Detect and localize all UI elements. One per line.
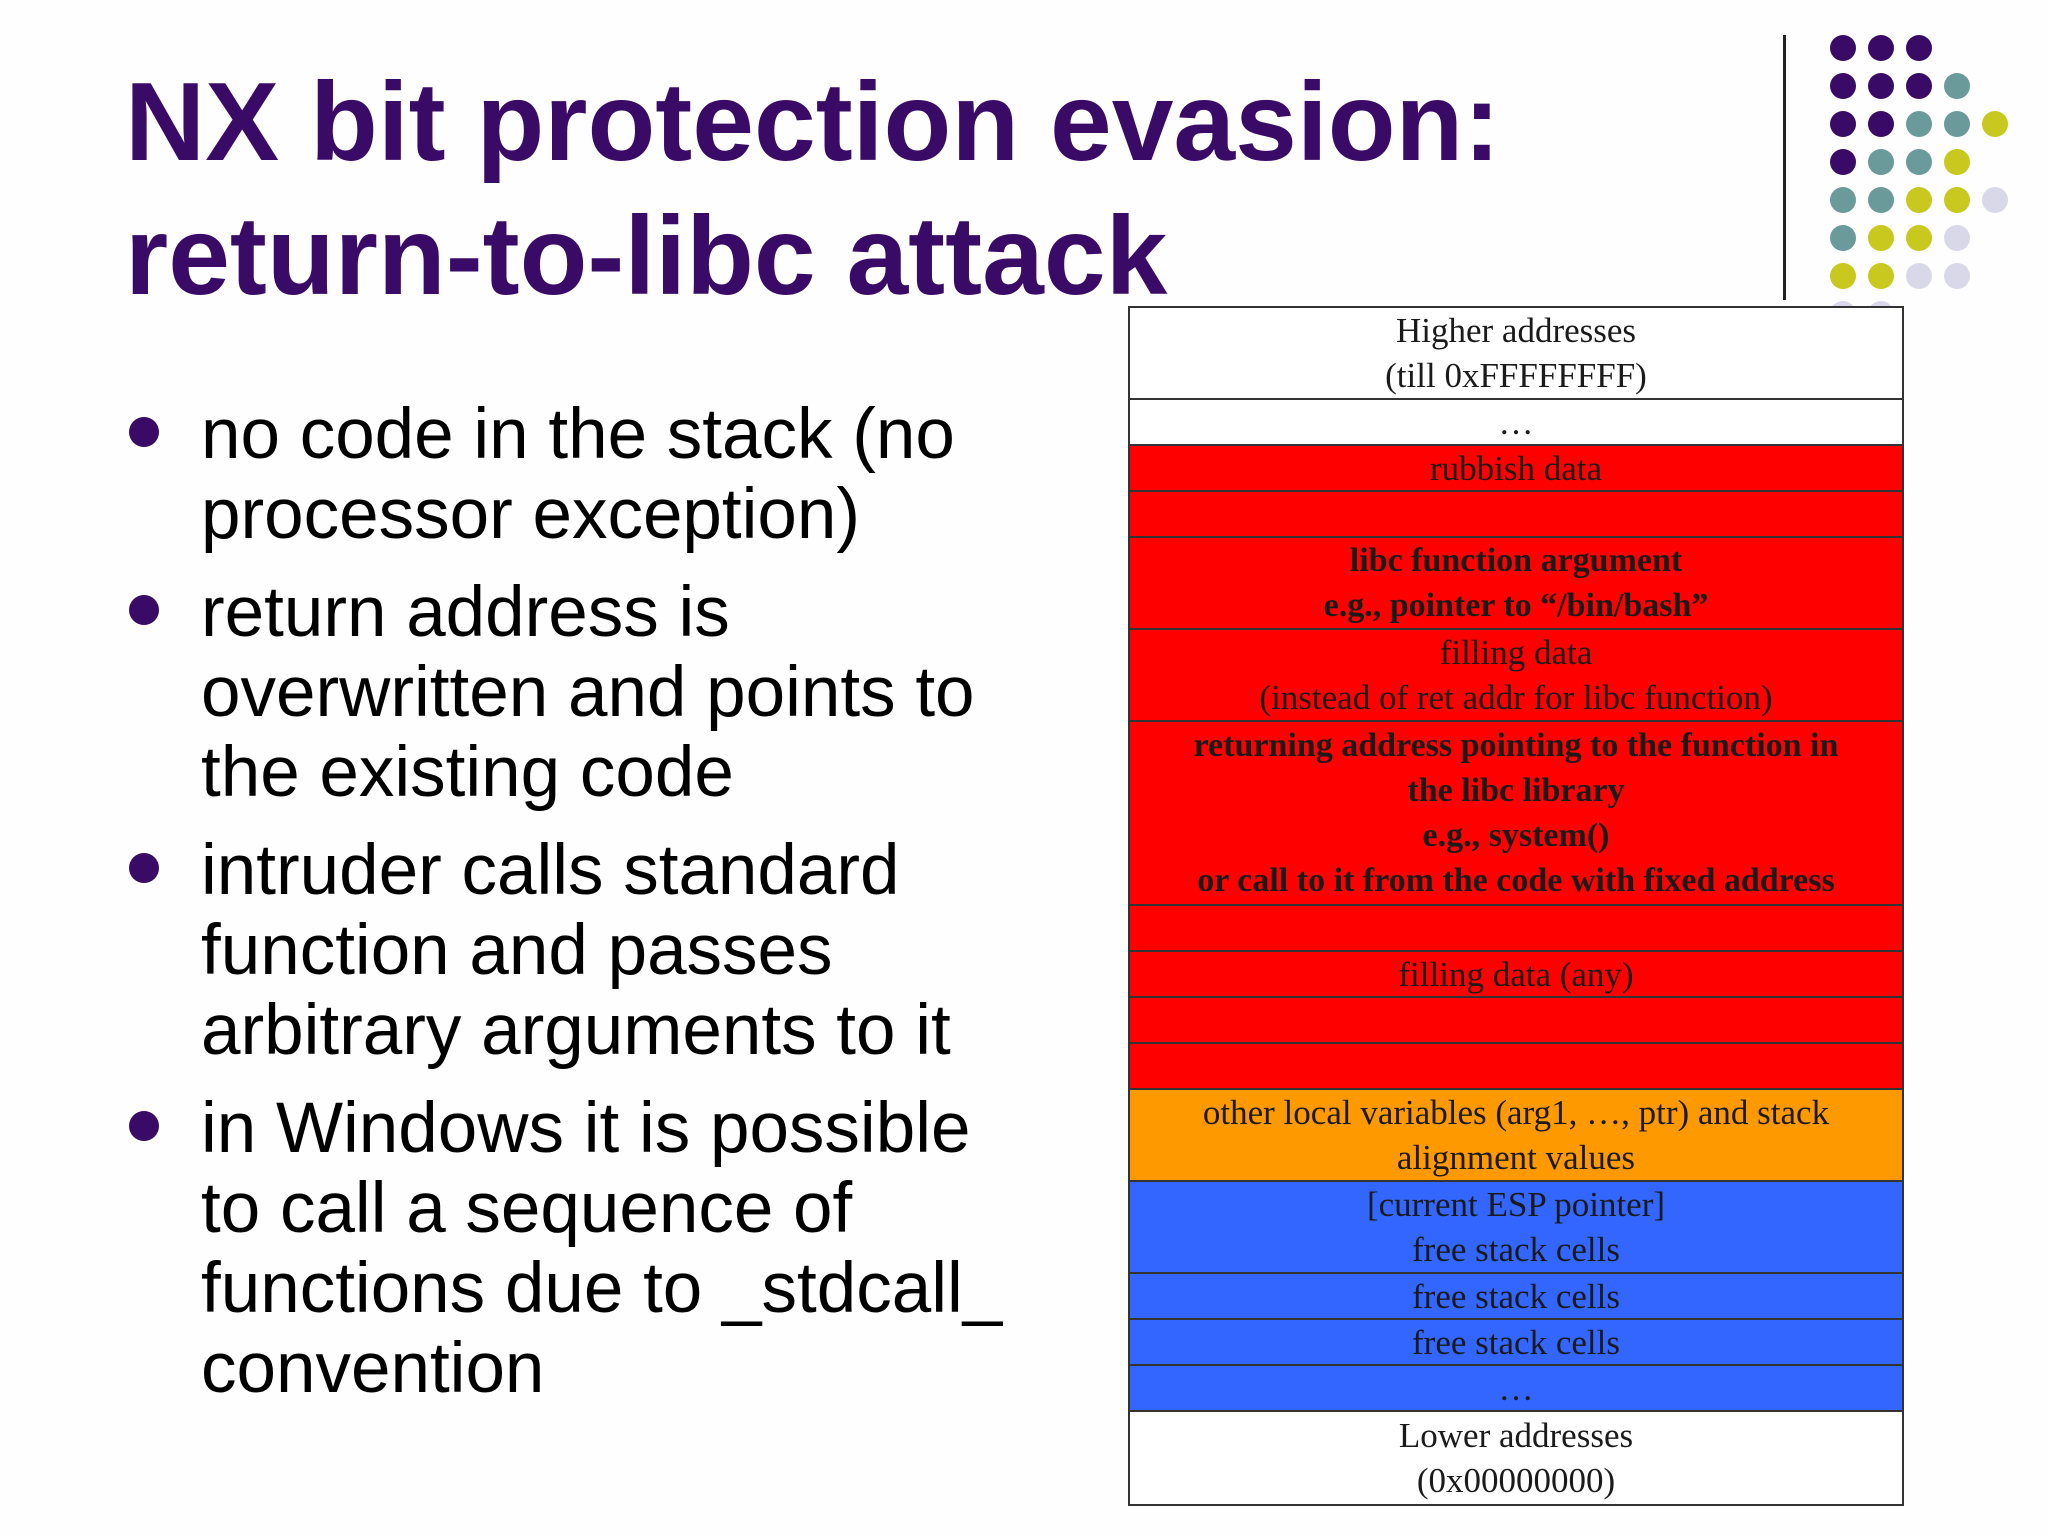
stack-cell: filling data (any) bbox=[1130, 952, 1902, 998]
bullet-dot-icon bbox=[129, 853, 159, 883]
decor-dot bbox=[1906, 111, 1932, 137]
stack-cell-label: returning address pointing to the functi… bbox=[1193, 727, 1839, 764]
stack-cell: libc function argument e.g., pointer to “… bbox=[1130, 538, 1902, 630]
decor-dot bbox=[1868, 35, 1894, 61]
decor-dot bbox=[1868, 73, 1894, 99]
stack-cell-label: filling data (any) bbox=[1398, 954, 1634, 994]
decor-dot bbox=[1830, 187, 1856, 213]
stack-cell: … bbox=[1130, 400, 1902, 446]
stack-cell-label: alignment values bbox=[1396, 1138, 1636, 1177]
stack-cell-label: or call to it from the code with fixed a… bbox=[1197, 862, 1835, 899]
stack-cell-label: (till 0xFFFFFFFF) bbox=[1385, 356, 1647, 395]
stack-cell-label: the libc library bbox=[1407, 772, 1625, 809]
stack-cell: rubbish data bbox=[1130, 446, 1902, 492]
decor-dot bbox=[1830, 73, 1856, 99]
decor-dot bbox=[1982, 111, 2008, 137]
bullet-text-line: return address is bbox=[201, 573, 730, 652]
stack-cell-label: (0x00000000) bbox=[1416, 1461, 1616, 1500]
decor-dot bbox=[1944, 187, 1970, 213]
decor-dot bbox=[1830, 263, 1856, 289]
bullet-text-line: the existing code bbox=[201, 733, 734, 812]
decor-dot bbox=[1830, 111, 1856, 137]
decor-dot bbox=[1982, 187, 2008, 213]
bullet-dot-icon bbox=[129, 417, 159, 447]
stack-cell bbox=[1130, 492, 1902, 538]
stack-cell: returning address pointing to the functi… bbox=[1130, 722, 1902, 906]
stack-cell: Higher addresses (till 0xFFFFFFFF) bbox=[1130, 308, 1902, 400]
stack-diagram: Higher addresses (till 0xFFFFFFFF) … rubbis… bbox=[1128, 306, 1904, 1506]
stack-cell-label: [current ESP pointer] bbox=[1366, 1185, 1666, 1224]
decor-dot bbox=[1906, 263, 1932, 289]
bullet-text-line: processor exception) bbox=[201, 475, 861, 554]
decor-dot bbox=[1944, 73, 1970, 99]
bullet-text-line: intruder calls standard bbox=[201, 831, 900, 910]
stack-cell bbox=[1130, 1044, 1902, 1090]
decor-dot bbox=[1830, 149, 1856, 175]
stack-cell: other local variables (arg1, …, ptr) and… bbox=[1130, 1090, 1902, 1182]
stack-cell-label: free stack cells bbox=[1412, 1276, 1620, 1316]
stack-cell: free stack cells bbox=[1130, 1320, 1902, 1366]
stack-cell-label: libc function argument bbox=[1349, 542, 1683, 579]
decor-dot bbox=[1868, 187, 1894, 213]
stack-cell-label: rubbish data bbox=[1429, 448, 1603, 488]
bullet-dot-icon bbox=[129, 595, 159, 625]
bullet-text-line: functions due to _stdcall_ bbox=[201, 1249, 1003, 1328]
stack-cell-label: e.g., pointer to “/bin/bash” bbox=[1323, 587, 1709, 624]
bullet-text-line: no code in the stack (no bbox=[201, 395, 955, 474]
stack-cell: filling data (instead of ret addr for lib… bbox=[1130, 630, 1902, 722]
title-line-1: NX bit protection evasion: bbox=[125, 60, 1501, 184]
stack-cell-label: (instead of ret addr for libc function) bbox=[1259, 678, 1773, 717]
slide-title: NX bit protection evasion: return-to-lib… bbox=[125, 55, 1725, 323]
bullet-text-line: convention bbox=[201, 1329, 545, 1408]
stack-cell: free stack cells bbox=[1130, 1274, 1902, 1320]
decor-dot bbox=[1944, 149, 1970, 175]
decor-dot bbox=[1830, 225, 1856, 251]
decor-dot bbox=[1868, 263, 1894, 289]
vertical-divider bbox=[1783, 35, 1786, 300]
stack-cell-label: … bbox=[1498, 402, 1534, 442]
title-line-2: return-to-libc attack bbox=[125, 194, 1168, 318]
decor-dot bbox=[1944, 225, 1970, 251]
decor-dot bbox=[1906, 73, 1932, 99]
decor-dot bbox=[1906, 225, 1932, 251]
bullet-text-line: function and passes bbox=[201, 911, 833, 990]
stack-cell-label: … bbox=[1498, 1368, 1534, 1408]
decor-dot bbox=[1906, 187, 1932, 213]
decor-dot bbox=[1868, 225, 1894, 251]
stack-cell-label: free stack cells bbox=[1412, 1230, 1620, 1269]
decor-dot bbox=[1906, 35, 1932, 61]
stack-cell: Lower addresses (0x00000000) bbox=[1130, 1412, 1902, 1504]
stack-cell-label: e.g., system() bbox=[1422, 817, 1610, 854]
bullet-dot-icon bbox=[129, 1111, 159, 1141]
stack-cell: [current ESP pointer] free stack cells bbox=[1130, 1182, 1902, 1274]
bullet-text-line: overwritten and points to bbox=[201, 653, 975, 732]
stack-cell-label: Lower addresses bbox=[1398, 1416, 1634, 1455]
bullet-text-line: in Windows it is possible bbox=[201, 1089, 971, 1168]
decor-dot bbox=[1868, 111, 1894, 137]
decor-dot bbox=[1944, 111, 1970, 137]
decor-dot bbox=[1906, 149, 1932, 175]
stack-cell-label: filling data bbox=[1439, 633, 1593, 672]
decor-dot bbox=[1868, 149, 1894, 175]
stack-cell-label: Higher addresses bbox=[1395, 311, 1637, 350]
stack-cell bbox=[1130, 906, 1902, 952]
stack-cell-label: other local variables (arg1, …, ptr) and… bbox=[1202, 1093, 1830, 1132]
decor-dot bbox=[1830, 35, 1856, 61]
stack-cell bbox=[1130, 998, 1902, 1044]
stack-cell: … bbox=[1130, 1366, 1902, 1412]
stack-cell-label: free stack cells bbox=[1412, 1322, 1620, 1362]
decor-dot bbox=[1944, 263, 1970, 289]
bullet-text-line: arbitrary arguments to it bbox=[201, 991, 951, 1070]
bullet-text-line: to call a sequence of bbox=[201, 1169, 853, 1248]
